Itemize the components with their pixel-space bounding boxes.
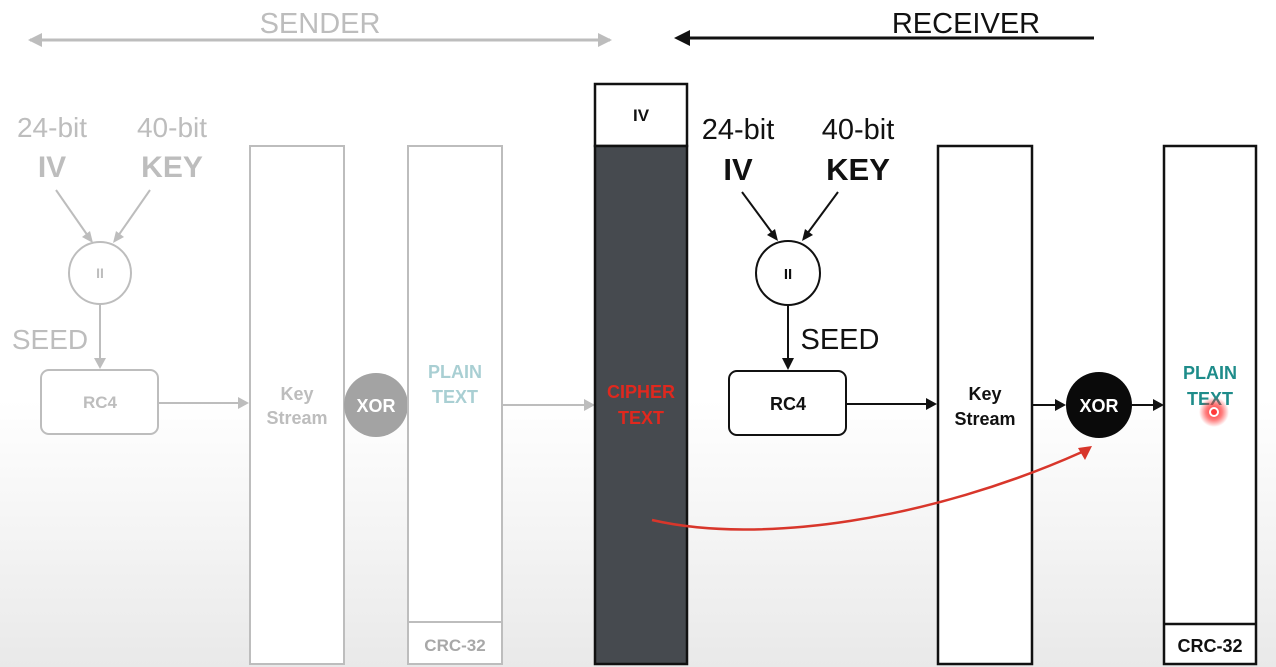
receiver-xor-label: XOR — [1079, 396, 1118, 416]
sender-rc4-to-keystream-arrow — [158, 397, 249, 409]
sender-keystream-line2: Stream — [266, 408, 327, 428]
sender-section: 24-bit IV 40-bit KEY II SEED RC4 Key Str… — [12, 112, 595, 665]
receiver-iv-bits: 24-bit — [702, 114, 775, 146]
receiver-keystream-line1: Key — [968, 384, 1001, 404]
sender-label: SENDER — [260, 8, 381, 40]
receiver-rc4-label: RC4 — [770, 394, 806, 414]
receiver-keystream-block — [936, 144, 1034, 666]
sender-plaintext-line1: PLAIN — [428, 362, 482, 382]
sender-concat-symbol: II — [96, 265, 104, 281]
packet-iv-label: IV — [633, 106, 650, 125]
sender-plaintext-to-ciphertext-arrow — [502, 399, 595, 411]
sender-keystream-block — [249, 145, 345, 665]
sender-key-label: KEY — [141, 151, 203, 184]
receiver-seed-arrow — [782, 305, 794, 370]
receiver-keystream-to-xor-arrow — [1032, 399, 1066, 411]
packet-section: IV CIPHER TEXT — [593, 82, 689, 666]
sender-seed-arrow — [94, 304, 106, 369]
receiver-key-to-concat-arrow — [802, 191, 839, 241]
ciphertext-to-xor-highlight-arrow — [651, 446, 1092, 531]
sender-iv-to-concat-arrow — [55, 189, 93, 243]
packet-iv-block — [593, 82, 689, 148]
sender-iv-bits: 24-bit — [17, 112, 87, 143]
receiver-header: RECEIVER — [674, 8, 1094, 46]
receiver-xor-to-plaintext-arrow — [1132, 399, 1164, 411]
sender-crc-label: CRC-32 — [424, 636, 485, 655]
sender-plaintext-block — [407, 145, 503, 665]
ciphertext-block — [593, 144, 689, 666]
receiver-section: 24-bit IV 40-bit KEY II SEED RC4 Key Str… — [702, 114, 1258, 666]
receiver-keystream-line2: Stream — [954, 409, 1015, 429]
receiver-arrow-head — [674, 30, 690, 46]
receiver-rc4-to-keystream-arrow — [846, 398, 937, 410]
sender-arrow-right-head — [598, 33, 612, 47]
receiver-label: RECEIVER — [892, 8, 1040, 40]
sender-xor-circle — [344, 373, 408, 437]
ciphertext-line1: CIPHER — [607, 382, 675, 402]
sender-keystream-line1: Key — [280, 384, 313, 404]
receiver-xor-circle — [1066, 372, 1132, 438]
pointer-dot — [1199, 397, 1229, 427]
sender-iv-label: IV — [38, 151, 66, 184]
receiver-iv-to-concat-arrow — [741, 191, 778, 241]
ciphertext-line2: TEXT — [618, 408, 664, 428]
receiver-iv-label: IV — [723, 152, 753, 187]
receiver-seed-label: SEED — [801, 324, 880, 356]
sender-key-bits: 40-bit — [137, 112, 207, 143]
receiver-key-label: KEY — [826, 152, 890, 187]
sender-key-to-concat-arrow — [113, 189, 151, 243]
sender-rc4-label: RC4 — [83, 393, 118, 412]
sender-header: SENDER — [28, 8, 612, 47]
sender-arrow-left-head — [28, 33, 42, 47]
receiver-concat-symbol: II — [784, 266, 792, 283]
receiver-crc-label: CRC-32 — [1177, 636, 1242, 656]
sender-plaintext-line2: TEXT — [432, 387, 478, 407]
sender-seed-label: SEED — [12, 324, 88, 355]
receiver-plaintext-line1: PLAIN — [1183, 363, 1237, 383]
sender-xor-label: XOR — [356, 396, 395, 416]
receiver-key-bits: 40-bit — [822, 114, 895, 146]
